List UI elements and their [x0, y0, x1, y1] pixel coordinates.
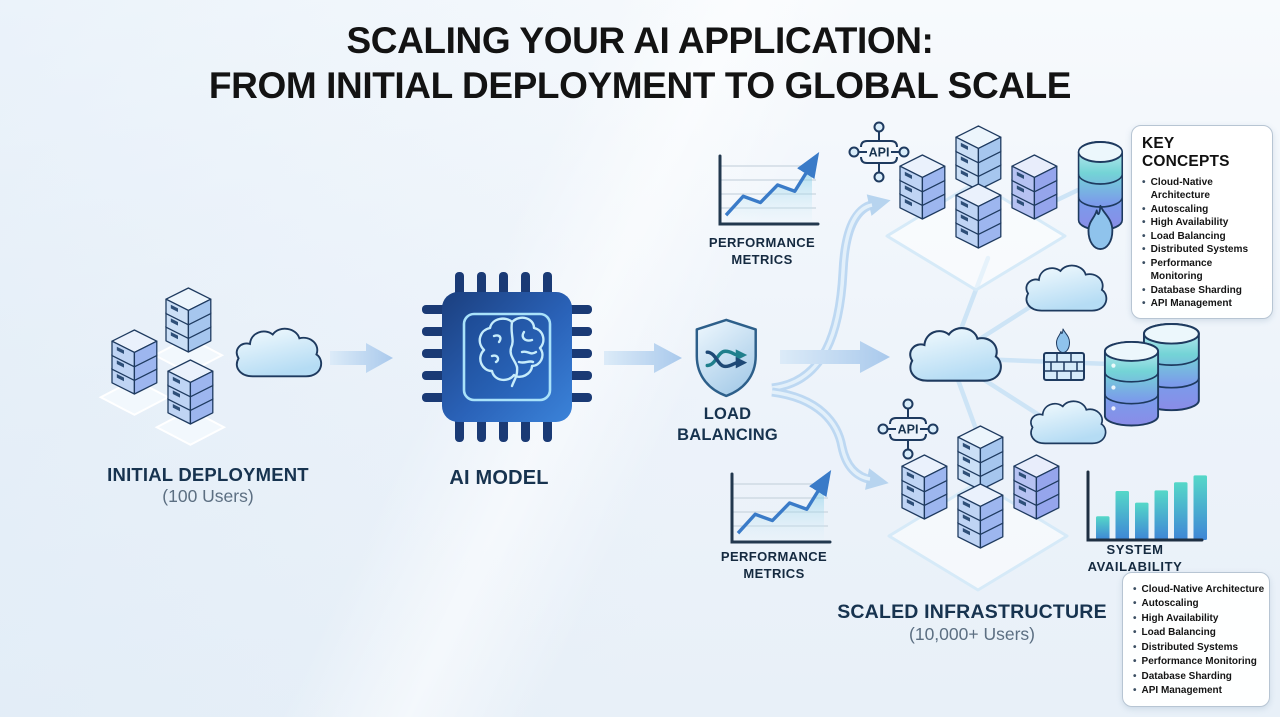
server-cluster-bottom [889, 426, 1067, 590]
title-line-1: SCALING YOUR AI APPLICATION: [346, 20, 934, 61]
key-concepts-bottom-list: •Cloud-Native Architecture •Autoscaling•H… [1133, 582, 1265, 698]
database-icon-right-front [1103, 340, 1160, 427]
arrow-initial-to-model [330, 343, 393, 373]
key-concept-item: •Autoscaling [1133, 597, 1199, 610]
key-concepts-title: KEY CONCEPTS [1142, 135, 1230, 170]
key-concept-item: •API Management [1142, 296, 1232, 309]
load-balancing-label: LOAD BALANCING [677, 405, 778, 444]
key-concept-item: •Performance Monitoring [1142, 256, 1213, 283]
svg-text:API: API [898, 423, 919, 437]
scaled-infrastructure-sublabel: (10,000+ Users) [909, 624, 1035, 644]
key-concept-item: •Load Balancing [1142, 229, 1226, 242]
key-concept-item: •Cloud-Native Architecture [1142, 176, 1213, 202]
key-concept-item: •Distributed Systems [1133, 640, 1239, 653]
initial-deployment-sublabel: (100 Users) [162, 486, 254, 506]
performance-chart-top [718, 151, 820, 226]
load-balancer-shield-icon [695, 318, 757, 398]
key-concept-item: •Cloud-Native Architecture [1133, 583, 1265, 595]
cloud-icon-initial [235, 327, 323, 378]
key-concept-item: •Autoscaling [1142, 202, 1209, 215]
key-concepts-list: •Cloud-Native Architecture•Autoscaling•H… [1142, 176, 1264, 310]
key-concepts-bottom-box: •Cloud-Native Architecture •Autoscaling•H… [1122, 572, 1270, 707]
initial-deployment-label: INITIAL DEPLOYMENT [107, 464, 309, 485]
key-concept-item: •Distributed Systems [1142, 243, 1249, 256]
key-concept-item: •Database Sharding [1133, 669, 1232, 682]
title-line-2: FROM INITIAL DEPLOYMENT TO GLOBAL SCALE [208, 65, 1072, 107]
arrow-to-hub-cloud [780, 341, 890, 373]
cloud-icon-top-right [1025, 264, 1108, 312]
arrow-model-to-lb [604, 343, 682, 373]
performance-metrics-top-label: PERFORMANCE METRICS [708, 235, 816, 267]
key-concept-item: •Load Balancing [1133, 626, 1216, 639]
svg-text:API: API [869, 146, 890, 160]
server-cluster-top [887, 126, 1065, 290]
availability-chart [1086, 470, 1207, 542]
performance-chart-bottom [730, 469, 832, 544]
key-concept-item: •Database Sharding [1142, 283, 1242, 296]
initial-deployment-servers [99, 288, 226, 446]
key-concept-item: •Performance Monitoring [1133, 655, 1257, 668]
performance-metrics-bottom-label: PERFORMANCE METRICS [720, 549, 828, 581]
key-concept-item: •API Management [1133, 684, 1222, 697]
system-availability-label: SYSTEM AVAILABILITY [1087, 542, 1183, 574]
firewall-icon [1043, 328, 1085, 381]
api-icon-top: API [848, 121, 910, 183]
brain-icon [478, 316, 545, 388]
key-concept-item: •High Availability [1133, 611, 1219, 624]
scaled-infrastructure-label: SCALED INFRASTRUCTURE [837, 601, 1107, 623]
ai-chip-icon [422, 272, 592, 442]
api-icon-bottom: API [877, 398, 939, 460]
page-title: SCALING YOUR AI APPLICATION: FROM INITIA… [0, 18, 1280, 108]
flow-arrows [330, 194, 891, 490]
key-concept-item: •High Availability [1142, 216, 1229, 229]
cloud-icon-bottom-right [1030, 400, 1107, 445]
ai-model-label: AI MODEL [449, 467, 549, 489]
key-concepts-box: KEY CONCEPTS •Cloud-Native Architecture•… [1131, 125, 1273, 320]
